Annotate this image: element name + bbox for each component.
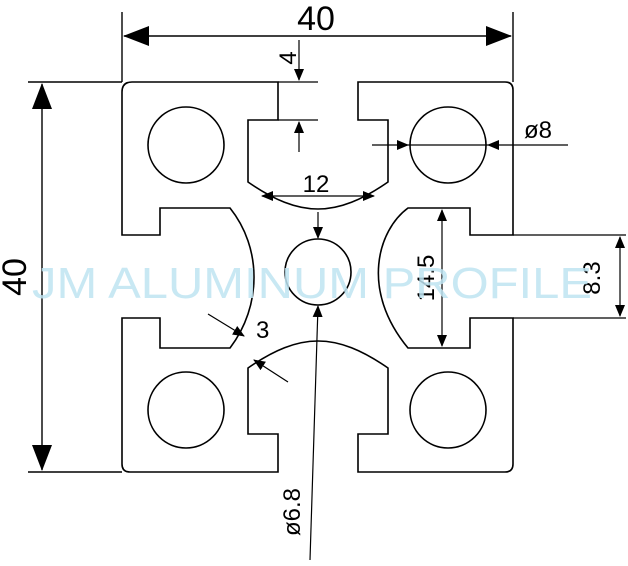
label-overall-height: 40 — [0, 258, 34, 296]
label-slot-opening: 12 — [303, 171, 330, 198]
label-wall-thickness: 3 — [256, 317, 269, 344]
dim-center-bore: ø6.8 — [279, 305, 323, 561]
label-overall-width: 40 — [297, 0, 335, 38]
corner-hole-bottom-left — [147, 371, 225, 449]
dim-slot-neck: 8.3 — [513, 234, 626, 319]
label-hole-diameter: ø8 — [524, 117, 552, 144]
label-slot-neck: 8.3 — [579, 261, 606, 294]
dim-overall-height: 40 — [0, 81, 122, 473]
label-center-bore: ø6.8 — [279, 488, 306, 536]
dim-wall-thickness: 3 — [207, 313, 289, 383]
label-inner-slot-height: 14.5 — [413, 255, 440, 302]
corner-hole-bottom-right — [409, 371, 487, 449]
dim-slot-opening: 12 — [261, 171, 375, 201]
dim-slot-lip: 4 — [275, 40, 318, 152]
dim-hole-diameter: ø8 — [372, 117, 568, 150]
watermark-text: JM ALUMINUM PROFILE — [32, 259, 592, 308]
center-bore — [284, 238, 352, 306]
corner-hole-top-left — [147, 106, 225, 184]
dim-inner-slot-height: 14.5 — [413, 209, 447, 347]
dim-overall-width: 40 — [121, 0, 514, 82]
label-slot-lip: 4 — [275, 51, 302, 64]
